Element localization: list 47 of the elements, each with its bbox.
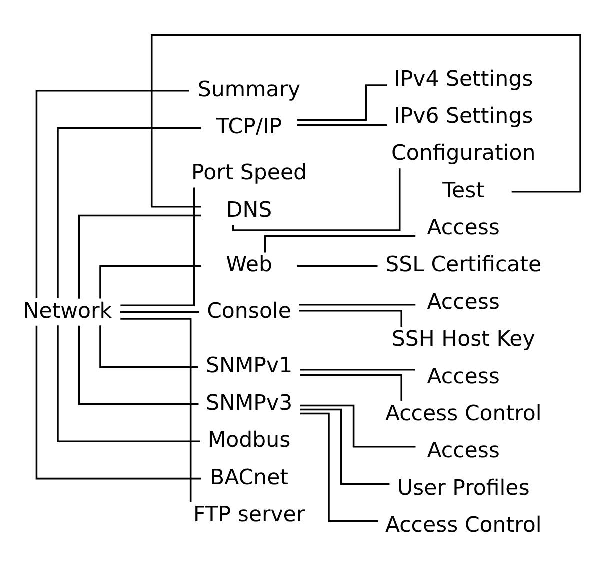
- connector: [36, 326, 202, 480]
- connector: [100, 265, 202, 299]
- connector: [78, 326, 199, 406]
- node-text: SNMPv3: [206, 390, 293, 416]
- connector: [297, 265, 378, 268]
- node-text: Access: [427, 364, 500, 390]
- node-text: BACnet: [210, 465, 289, 490]
- connector: [300, 368, 416, 371]
- node-text: Port Speed: [192, 160, 308, 186]
- node-text: Access: [427, 216, 500, 241]
- node-text: Access: [427, 290, 500, 315]
- node-text: Modbus: [208, 428, 291, 454]
- connector: [100, 326, 198, 368]
- node-text: Access Control: [385, 513, 542, 538]
- node-text: TCP/IP: [216, 114, 282, 140]
- node-text: Network: [23, 298, 112, 324]
- node-text: SSL Certificate: [386, 252, 542, 278]
- connector: [300, 412, 378, 522]
- node-text: Console: [207, 298, 292, 324]
- connector: [120, 188, 196, 307]
- node-text: Configuration: [392, 141, 536, 166]
- connector: [120, 311, 200, 314]
- connector: [150, 34, 582, 208]
- node-text: DNS: [226, 198, 272, 223]
- node-text: SNMPv1: [206, 354, 293, 379]
- node-text: Web: [226, 252, 272, 278]
- connector: [36, 90, 190, 298]
- node-text: Access Control: [385, 402, 542, 427]
- node-text: IPv6 Settings: [394, 104, 534, 129]
- connector: [298, 84, 388, 121]
- connector: [57, 326, 201, 442]
- connector: [300, 374, 402, 402]
- connector: [300, 404, 416, 448]
- connector: [78, 214, 202, 299]
- node-text: SSH Host Key: [392, 327, 536, 352]
- connector: [57, 127, 202, 298]
- node-text: Test: [442, 178, 485, 204]
- node-text: FTP server: [193, 502, 306, 528]
- connector: [120, 318, 192, 502]
- node-text: Summary: [198, 77, 301, 102]
- node-text: IPv4 Settings: [394, 66, 534, 92]
- connector: [299, 310, 402, 328]
- connector: [297, 124, 388, 126]
- connector: [300, 408, 390, 485]
- node-text: User Profiles: [397, 476, 530, 501]
- connector: [299, 304, 416, 306]
- node-text: Access: [427, 438, 500, 464]
